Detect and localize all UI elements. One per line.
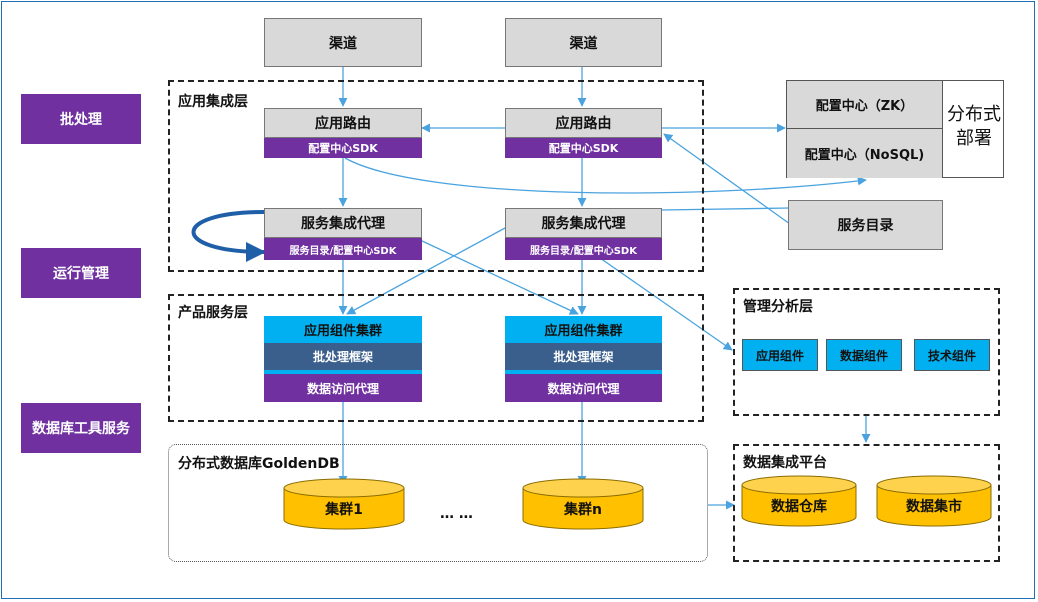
batch-framework: 批处理框架	[505, 343, 662, 374]
batch-button[interactable]: 批处理	[21, 94, 141, 144]
ops-management-button[interactable]: 运行管理	[21, 248, 141, 298]
app-router-2[interactable]: 应用路由 配置中心SDK	[505, 108, 662, 158]
app-integration-layer	[168, 80, 704, 272]
config-center-group: 配置中心（ZK） 配置中心（NoSQL) 分布式 部署	[786, 80, 1004, 178]
config-center-zk[interactable]: 配置中心（ZK）	[787, 81, 943, 129]
link-router1-nosql	[344, 157, 867, 194]
product-service-layer	[168, 294, 704, 422]
cluster-name: 应用组件集群	[505, 316, 662, 343]
link-proxy1-cluster2	[419, 239, 579, 315]
router-name: 应用路由	[505, 108, 662, 138]
batch-framework: 批处理框架	[264, 343, 422, 374]
link-proxy2-mgmt	[599, 257, 733, 351]
cluster-name: 应用组件集群	[264, 316, 422, 343]
cluster-1-label: 集群1	[324, 501, 363, 518]
proxy-loop-arrow	[191, 210, 266, 262]
cluster-1-cylinder[interactable]: 集群1	[282, 478, 406, 532]
channel-box-2[interactable]: 渠道	[505, 18, 662, 67]
link-catalog-router2	[663, 133, 791, 225]
app-component-cluster-1[interactable]: 应用组件集群 批处理框架 数据访问代理	[264, 316, 422, 402]
link-proxy2-catalog	[661, 207, 791, 211]
cluster-n-label: 集群n	[563, 501, 602, 518]
data-mart-cylinder[interactable]: 数据集市	[875, 475, 993, 529]
app-component-cluster-2[interactable]: 应用组件集群 批处理框架 数据访问代理	[505, 316, 662, 402]
mgmt-analysis-layer	[733, 288, 1000, 416]
data-integration-platform	[733, 444, 1000, 562]
app-router-1[interactable]: 应用路由 配置中心SDK	[264, 108, 422, 158]
config-center-nosql[interactable]: 配置中心（NoSQL)	[787, 129, 943, 178]
deploy-line-1: 分布式	[947, 104, 1001, 125]
service-catalog-box[interactable]: 服务目录	[788, 200, 943, 250]
proxy-sdk: 服务目录/配置中心SDK	[505, 238, 662, 260]
distributed-db-layer	[168, 444, 708, 562]
ellipsis-label: … …	[440, 506, 473, 522]
data-access-proxy: 数据访问代理	[264, 374, 422, 402]
proxy-name: 服务集成代理	[505, 208, 662, 238]
cluster-n-cylinder[interactable]: 集群n	[521, 478, 645, 532]
router-name: 应用路由	[264, 108, 422, 138]
db-layer-title: 分布式数据库GoldenDB	[178, 456, 340, 472]
data-warehouse-cylinder[interactable]: 数据仓库	[740, 475, 858, 529]
app-layer-title: 应用集成层	[178, 94, 248, 110]
deploy-line-2: 部署	[956, 128, 992, 149]
data-component-box[interactable]: 数据组件	[826, 339, 902, 371]
product-layer-title: 产品服务层	[178, 305, 248, 321]
proxy-name: 服务集成代理	[264, 208, 422, 238]
channel-box-1[interactable]: 渠道	[264, 18, 422, 67]
router-sdk: 配置中心SDK	[264, 138, 422, 158]
service-proxy-1[interactable]: 服务集成代理 服务目录/配置中心SDK	[264, 208, 422, 260]
mgmt-layer-title: 管理分析层	[743, 299, 813, 315]
service-proxy-2[interactable]: 服务集成代理 服务目录/配置中心SDK	[505, 208, 662, 260]
data-access-proxy: 数据访问代理	[505, 374, 662, 402]
proxy-sdk: 服务目录/配置中心SDK	[264, 238, 422, 260]
mart-label: 数据集市	[906, 498, 962, 515]
distributed-deploy-label: 分布式 部署	[944, 103, 1004, 151]
tech-component-box[interactable]: 技术组件	[914, 339, 990, 371]
app-component-box[interactable]: 应用组件	[742, 339, 818, 371]
warehouse-label: 数据仓库	[771, 498, 827, 515]
db-tools-button[interactable]: 数据库工具服务	[21, 403, 141, 453]
router-sdk: 配置中心SDK	[505, 138, 662, 158]
integration-title: 数据集成平台	[743, 455, 827, 471]
